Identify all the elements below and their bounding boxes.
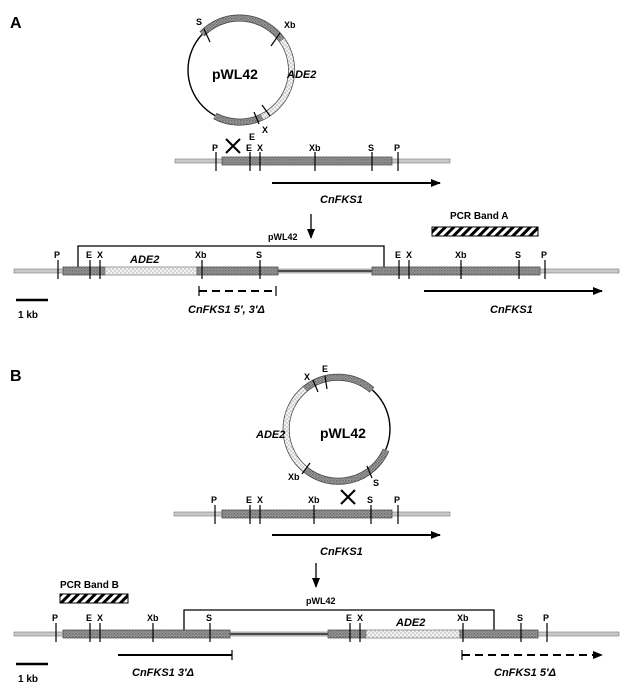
plasmid-b-ade2-segment (283, 386, 308, 473)
integrated-b-fks-right (459, 629, 539, 639)
integration-b-plasmid-label: pWL42 (306, 596, 336, 606)
plasmid-b-site-e: E (322, 364, 328, 374)
plasmid-a-name: pWL42 (212, 66, 258, 82)
locus-a-site-p1: P (212, 143, 218, 153)
plasmid-a-site-xb-tick (270, 32, 281, 47)
integrated-b-site-s1: S (206, 613, 212, 623)
locus-a-site-p2: P (394, 143, 400, 153)
locus-b-site-p2: P (394, 495, 400, 505)
plasmid-a-fks-segment (200, 15, 285, 42)
pcr-band-a-label: PCR Band A (450, 211, 509, 222)
plasmid-a-site-s: S (196, 17, 202, 27)
integrated-b-site-xb1: Xb (147, 613, 159, 623)
integration-a-bracket (77, 245, 385, 270)
plasmid-a-ade2-segment (260, 38, 295, 120)
integrated-a-fks-fragment (196, 266, 279, 276)
locus-b-site-xb: Xb (308, 495, 320, 505)
integrated-b-site-e1: E (86, 613, 92, 623)
integrated-b-gene-right-label: CnFKS1 5′Δ (494, 667, 556, 679)
plasmid-b-ade2-label: ADE2 (255, 429, 285, 441)
panel-a-label: A (10, 15, 22, 32)
plasmid-a-site-s-tick (203, 28, 211, 43)
locus-b-site-e: E (246, 495, 252, 505)
integrated-b-ade2-label: ADE2 (395, 617, 425, 629)
plasmid-b-fks-bottom-segment (304, 448, 389, 485)
locus-b-fks-gene (221, 509, 393, 519)
panel-b: B X E Xb S pWL42 ADE2 (10, 364, 620, 685)
plasmid-a-ade2-label: ADE2 (286, 69, 316, 81)
integrated-b-site-p2: P (543, 613, 549, 623)
plasmid-a-site-e: E (249, 132, 255, 142)
locus-b-site-p1: P (211, 495, 217, 505)
plasmid-b-site-s: S (373, 478, 379, 488)
locus-a-site-x: X (257, 143, 263, 153)
integrated-a-site-s1: S (256, 250, 262, 260)
locus-b: P E X Xb S P CnFKS1 (173, 495, 451, 558)
crossover-a-icon (225, 138, 241, 154)
locus-a: P E X Xb S P CnFKS1 (174, 143, 451, 206)
plasmid-b: X E Xb S pWL42 ADE2 (255, 364, 391, 488)
integrated-a-site-x1: X (97, 250, 103, 260)
plasmid-b-site-xb: Xb (288, 472, 300, 482)
locus-b-site-x: X (257, 495, 263, 505)
plasmid-a-site-x-tick (261, 104, 271, 117)
integration-a-plasmid-label: pWL42 (268, 232, 298, 242)
locus-a-fks-gene (221, 156, 393, 166)
integrated-a-site-p2: P (541, 250, 547, 260)
locus-a-gene-label: CnFKS1 (320, 194, 363, 206)
integrated-b-ade2 (365, 629, 461, 639)
integrated-b-site-x2: X (357, 613, 363, 623)
integrated-b-site-e2: E (346, 613, 352, 623)
integrated-a-site-p1: P (54, 250, 60, 260)
plasmid-b-site-s-tick (366, 465, 373, 479)
locus-a-site-e: E (246, 143, 252, 153)
pcr-band-b-label: PCR Band B (60, 580, 119, 591)
pcr-band-a (431, 226, 539, 237)
scale-bar-a-label: 1 kb (18, 310, 38, 321)
integrated-b-site-x1: X (97, 613, 103, 623)
integrated-a-site-e2: E (395, 250, 401, 260)
plasmid-b-site-xb-tick (301, 462, 311, 475)
pcr-band-b (59, 593, 129, 604)
integrated-locus-a: pWL42 P E X Xb S E X Xb S (13, 232, 620, 316)
integrated-b-site-p1: P (52, 613, 58, 623)
plasmid-a-site-e-tick (253, 111, 260, 125)
integrated-a-site-e1: E (86, 250, 92, 260)
integrated-a-ade2-label: ADE2 (129, 254, 159, 266)
plasmid-a: S Xb E X pWL42 ADE2 (187, 14, 316, 142)
integrated-a-truncated-label: CnFKS1 5′, 3′Δ (188, 304, 265, 316)
locus-a-site-xb: Xb (309, 143, 321, 153)
integrated-b-site-s2: S (517, 613, 523, 623)
plasmid-b-name: pWL42 (320, 425, 366, 441)
integrated-a-fks-right (371, 266, 541, 276)
locus-b-gene-label: CnFKS1 (320, 546, 363, 558)
plasmid-a-site-xb: Xb (284, 20, 296, 30)
integration-b-bracket (183, 609, 495, 633)
panel-b-label: B (10, 368, 22, 385)
integrated-a-site-xb2: Xb (455, 250, 467, 260)
integrated-a-gene-label: CnFKS1 (490, 304, 533, 316)
scale-bar-b-label: 1 kb (18, 674, 38, 685)
integrated-locus-b: pWL42 P E X Xb S E X Xb S (13, 596, 620, 679)
panel-a: A S Xb E X pWL42 ADE2 (10, 14, 620, 321)
plasmid-b-site-x-tick (312, 379, 319, 393)
integrated-a-ade2 (104, 266, 198, 276)
integrated-b-gene-left-label: CnFKS1 3′Δ (132, 667, 194, 679)
integrated-a-site-xb1: Xb (195, 250, 207, 260)
plasmid-a-fks-bottom-segment (213, 113, 264, 125)
plasmid-a-site-x: X (262, 125, 268, 135)
locus-b-site-s: S (367, 495, 373, 505)
integrated-b-site-xb2: Xb (457, 613, 469, 623)
locus-a-site-s: S (368, 143, 374, 153)
integrated-a-site-s2: S (515, 250, 521, 260)
crossover-b-icon (340, 489, 356, 505)
plasmid-b-site-e-tick (324, 375, 328, 390)
integrated-b-fks-left (62, 629, 231, 639)
integrated-a-site-x2: X (406, 250, 412, 260)
plasmid-b-fks-top-segment (303, 374, 374, 393)
integrated-a-fks-left (62, 266, 106, 276)
plasmid-b-site-x: X (304, 372, 310, 382)
